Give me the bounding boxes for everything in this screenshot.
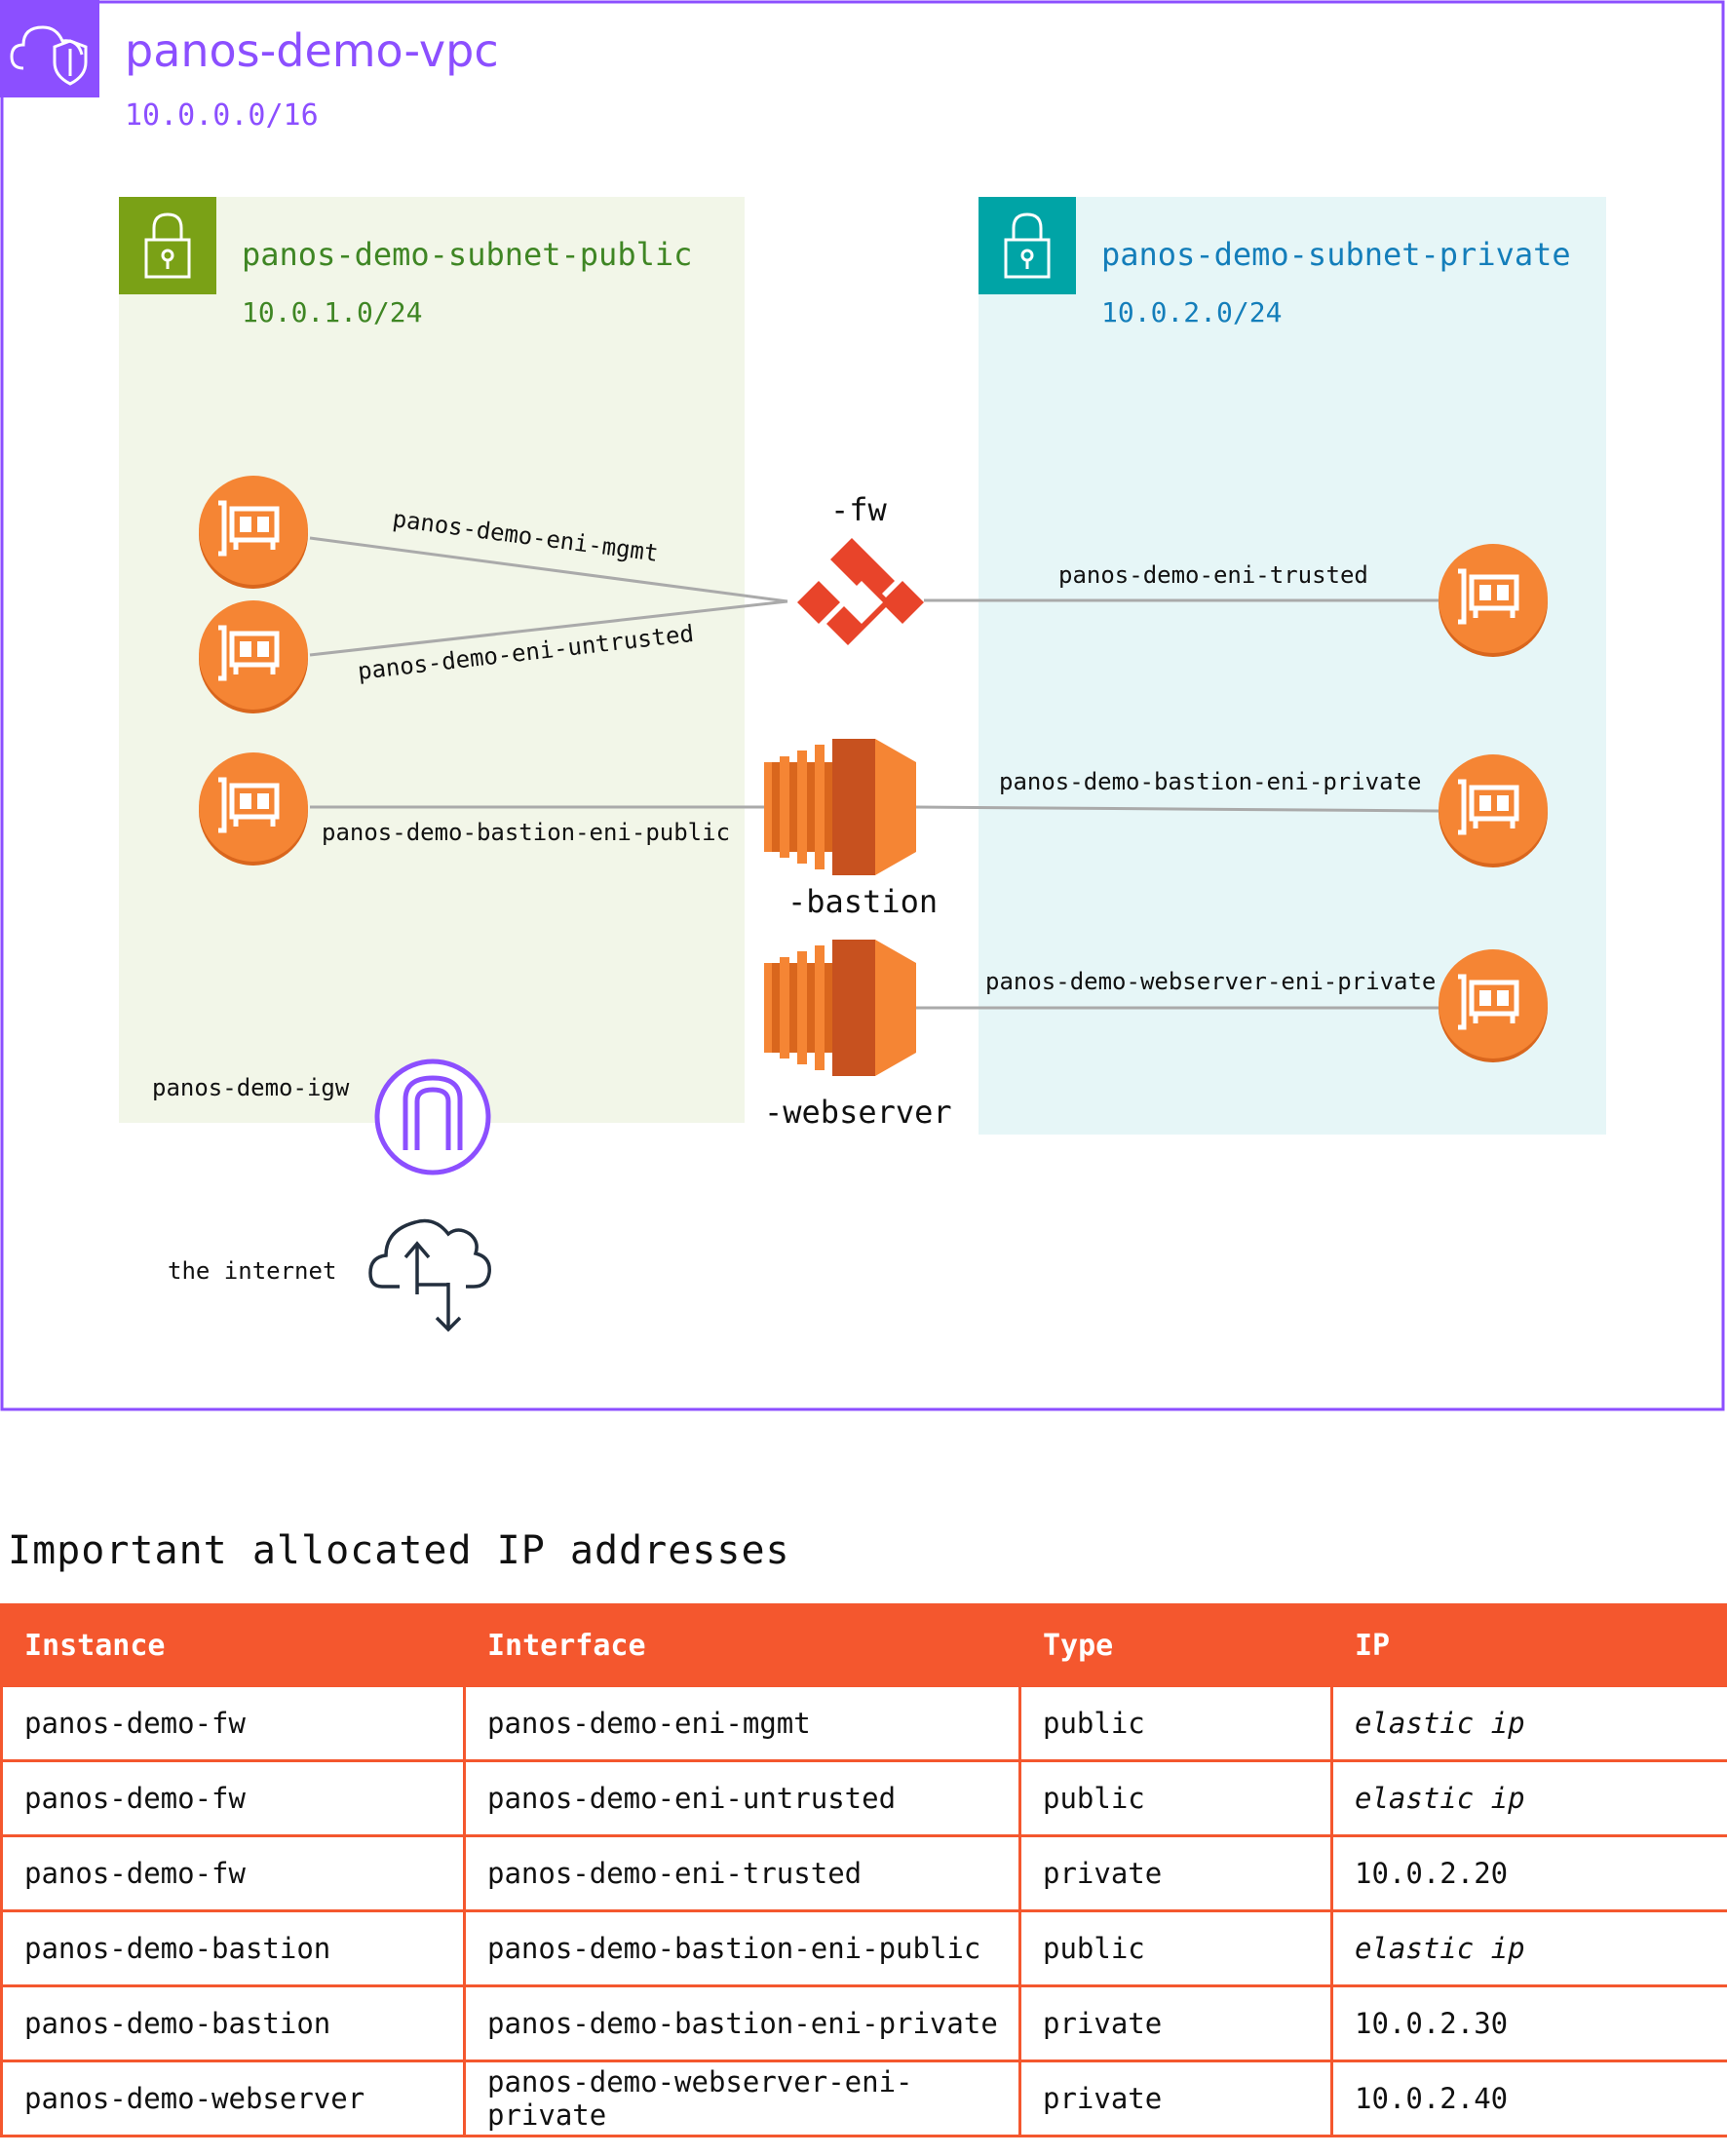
cell-type: public <box>1018 1759 1333 1837</box>
connection-lines <box>309 536 1439 1010</box>
table-row: panos-demo-fw panos-demo-eni-untrusted p… <box>0 1759 1727 1837</box>
architecture-diagram: panos-demo-vpc 10.0.0.0/16 panos-demo-su… <box>0 0 1725 1411</box>
cell-interface: panos-demo-bastion-eni-public <box>463 1909 1021 1987</box>
bastion-label: -bastion <box>787 883 938 920</box>
ip-address-table: Instance Interface Type IP panos-demo-fw… <box>0 1603 1727 2137</box>
palo-alto-firewall-icon <box>797 538 924 645</box>
private-subnet-name: panos-demo-subnet-private <box>1101 236 1571 273</box>
cell-interface: panos-demo-webserver-eni-private <box>463 2060 1021 2137</box>
ec2-instance-icon <box>764 940 916 1076</box>
cell-ip: 10.0.2.40 <box>1330 2060 1727 2137</box>
cell-interface: panos-demo-bastion-eni-private <box>463 1984 1021 2062</box>
cell-ip: 10.0.2.20 <box>1330 1834 1727 1912</box>
table-row: panos-demo-bastion panos-demo-bastion-en… <box>0 1984 1727 2062</box>
column-header-interface: Interface <box>463 1603 1021 1687</box>
cell-type: private <box>1018 1834 1333 1912</box>
label-bastion-eni-private: panos-demo-bastion-eni-private <box>999 768 1421 795</box>
internet-gateway-icon <box>374 1059 491 1175</box>
private-subnet-cidr: 10.0.2.0/24 <box>1101 296 1282 328</box>
cell-ip: 10.0.2.30 <box>1330 1984 1727 2062</box>
label-bastion-eni-public: panos-demo-bastion-eni-public <box>322 819 730 846</box>
vpc-icon <box>0 0 99 97</box>
column-header-ip: IP <box>1330 1603 1727 1687</box>
cell-interface: panos-demo-eni-mgmt <box>463 1684 1021 1762</box>
table-header-row: Instance Interface Type IP <box>0 1603 1727 1687</box>
network-interface-icon <box>199 600 308 713</box>
network-interface-icon <box>1439 949 1548 1062</box>
table-row: panos-demo-bastion panos-demo-bastion-en… <box>0 1909 1727 1987</box>
cell-type: public <box>1018 1909 1333 1987</box>
table-row: panos-demo-fw panos-demo-eni-trusted pri… <box>0 1834 1727 1912</box>
cell-type: private <box>1018 1984 1333 2062</box>
cell-instance: panos-demo-fw <box>0 1834 466 1912</box>
network-interface-icon <box>199 476 308 589</box>
line-eni-untrusted <box>309 599 788 657</box>
line-eni-mgmt <box>309 536 788 603</box>
public-subnet-name: panos-demo-subnet-public <box>242 236 692 273</box>
cell-ip: elastic ip <box>1330 1684 1727 1762</box>
cell-interface: panos-demo-eni-trusted <box>463 1834 1021 1912</box>
vpc-name: panos-demo-vpc <box>125 24 499 77</box>
column-header-type: Type <box>1018 1603 1333 1687</box>
cell-instance: panos-demo-webserver <box>0 2060 466 2137</box>
table-row: panos-demo-fw panos-demo-eni-mgmt public… <box>0 1684 1727 1762</box>
vpc-cidr: 10.0.0.0/16 <box>125 98 319 133</box>
network-interface-icon <box>1439 544 1548 657</box>
table-row: panos-demo-webserver panos-demo-webserve… <box>0 2060 1727 2137</box>
fw-label: -fw <box>830 491 888 528</box>
cell-instance: panos-demo-fw <box>0 1759 466 1837</box>
cell-type: public <box>1018 1684 1333 1762</box>
cell-ip: elastic ip <box>1330 1909 1727 1987</box>
ip-table-title: Important allocated IP addresses <box>8 1528 790 1573</box>
internet-cloud-icon <box>368 1218 491 1332</box>
cell-instance: panos-demo-fw <box>0 1684 466 1762</box>
ec2-instance-icon <box>764 739 916 875</box>
network-interface-icon <box>1439 754 1548 867</box>
cell-type: private <box>1018 2060 1333 2137</box>
line-bastion-eni-private <box>913 805 1439 813</box>
private-subnet-lock-icon <box>979 197 1076 294</box>
network-interface-icon <box>199 752 308 866</box>
igw-label: panos-demo-igw <box>152 1074 350 1101</box>
webserver-label: -webserver <box>764 1094 952 1131</box>
cell-ip: elastic ip <box>1330 1759 1727 1837</box>
internet-label: the internet <box>168 1257 336 1285</box>
label-webserver-eni-private: panos-demo-webserver-eni-private <box>985 968 1436 995</box>
label-eni-trusted: panos-demo-eni-trusted <box>1058 561 1368 589</box>
public-subnet-lock-icon <box>119 197 216 294</box>
public-subnet-cidr: 10.0.1.0/24 <box>242 296 422 328</box>
cell-instance: panos-demo-bastion <box>0 1984 466 2062</box>
cell-interface: panos-demo-eni-untrusted <box>463 1759 1021 1837</box>
column-header-instance: Instance <box>0 1603 466 1687</box>
cell-instance: panos-demo-bastion <box>0 1909 466 1987</box>
